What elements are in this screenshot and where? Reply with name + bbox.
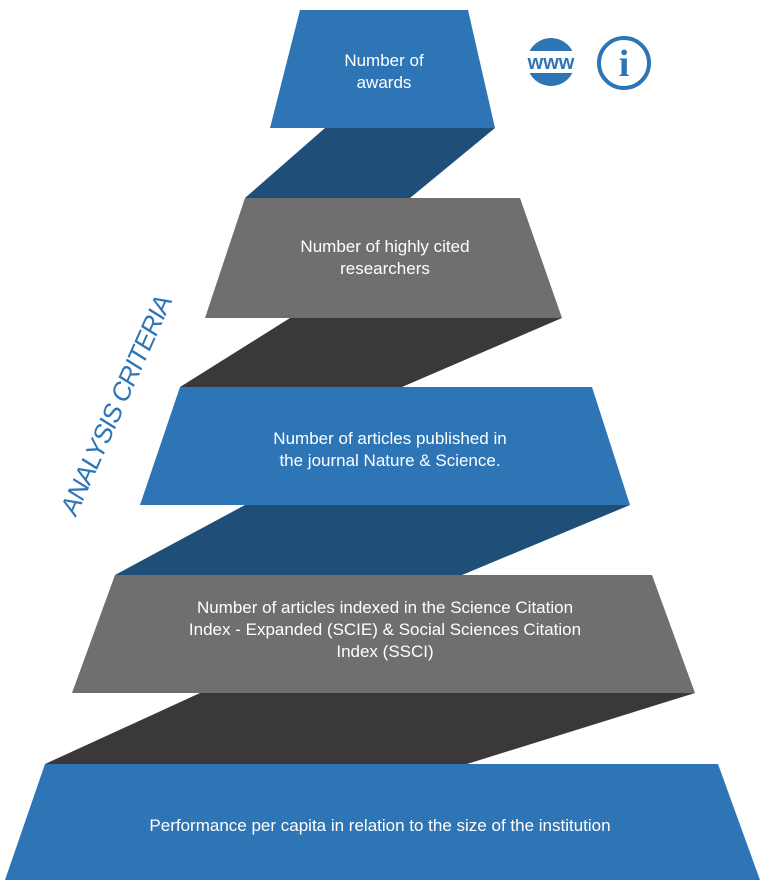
- band-2: [180, 318, 562, 387]
- tier-4-shape: [72, 575, 695, 693]
- info-icon-text: i: [619, 43, 630, 85]
- tier-5-label: Performance per capita in relation to th…: [149, 816, 611, 835]
- tier-5-shape: [5, 764, 760, 880]
- tier-3-shape: [140, 387, 630, 505]
- tier-2-shape: [205, 198, 562, 318]
- band-1: [245, 128, 495, 198]
- info-icon[interactable]: i: [595, 34, 653, 92]
- tier-4-label: Number of articles indexed in the Scienc…: [188, 598, 582, 661]
- band-3: [115, 505, 630, 575]
- tier-1-shape: [270, 10, 495, 128]
- www-icon[interactable]: www: [520, 37, 582, 87]
- band-4: [45, 693, 695, 764]
- www-icon-text: www: [527, 52, 575, 74]
